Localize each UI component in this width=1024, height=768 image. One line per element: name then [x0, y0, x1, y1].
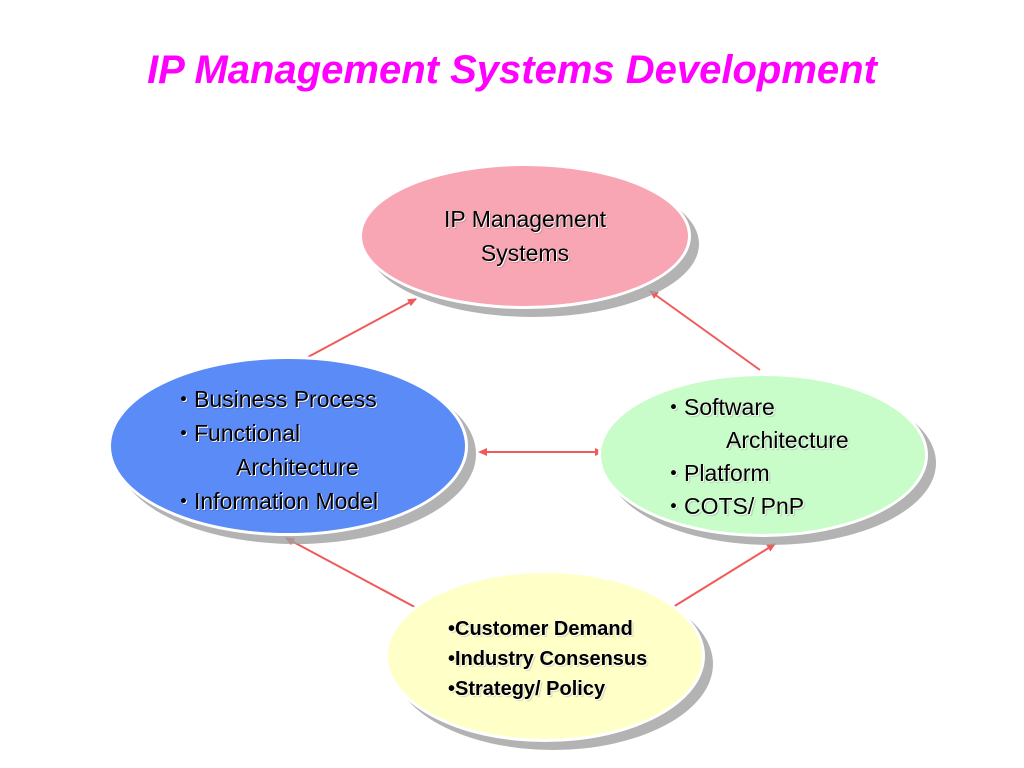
bullet-icon: ・ [172, 420, 195, 446]
list-item: ・COTS/ PnP [662, 490, 922, 523]
node-top-label: IP Management Systems [400, 202, 650, 270]
node-left-list: ・Business Process ・Functional Architectu… [172, 382, 452, 518]
right-item-architecture: Architecture [726, 427, 849, 453]
bullet-icon: • [448, 678, 456, 700]
bullet-icon: • [448, 648, 456, 670]
node-top-line-2: Systems [480, 240, 570, 266]
node-right [598, 373, 936, 545]
list-item: ・Business Process [172, 382, 452, 416]
page-title: IP Management Systems Development [147, 48, 877, 92]
node-top [359, 163, 699, 317]
arrow-bottom-to-left [285, 537, 425, 613]
arrow-right-to-top [649, 290, 761, 371]
node-left [108, 356, 476, 544]
bullet-icon: ・ [662, 460, 685, 486]
bullet-icon: ・ [172, 386, 195, 412]
right-item-platform: Platform [684, 460, 770, 486]
list-item: •Customer Demand [448, 614, 728, 644]
node-bottom-list: •Customer Demand •Industry Consensus •St… [448, 614, 728, 704]
bullet-icon: ・ [172, 488, 195, 514]
left-item-functional: Functional [194, 420, 301, 446]
node-bottom [385, 570, 713, 750]
bullet-icon: • [448, 618, 456, 640]
list-item: •Industry Consensus [448, 644, 728, 674]
node-right-list: ・Software Architecture ・Platform ・COTS/ … [662, 391, 922, 523]
bottom-item-customer-demand: Customer Demand [455, 618, 633, 640]
left-item-business-process: Business Process [194, 386, 377, 412]
bullet-icon: ・ [662, 394, 685, 420]
list-item: •Strategy/ Policy [448, 674, 728, 704]
node-top-line-1: IP Management [444, 206, 606, 232]
arrow-bottom-to-right [664, 543, 776, 613]
right-item-software: Software [684, 394, 775, 420]
bullet-icon: ・ [662, 493, 685, 519]
left-item-architecture: Architecture [236, 454, 359, 480]
list-item: ・Functional [172, 416, 452, 450]
bottom-item-strategy-policy: Strategy/ Policy [455, 678, 606, 700]
left-item-information-model: Information Model [194, 488, 379, 514]
list-item: ・Information Model [172, 484, 452, 518]
list-item: ・Software [662, 391, 922, 424]
list-item: ・Platform [662, 457, 922, 490]
arrow-left-to-top [307, 298, 417, 358]
bottom-item-industry-consensus: Industry Consensus [455, 648, 648, 670]
right-item-cots-pnp: COTS/ PnP [684, 493, 805, 519]
